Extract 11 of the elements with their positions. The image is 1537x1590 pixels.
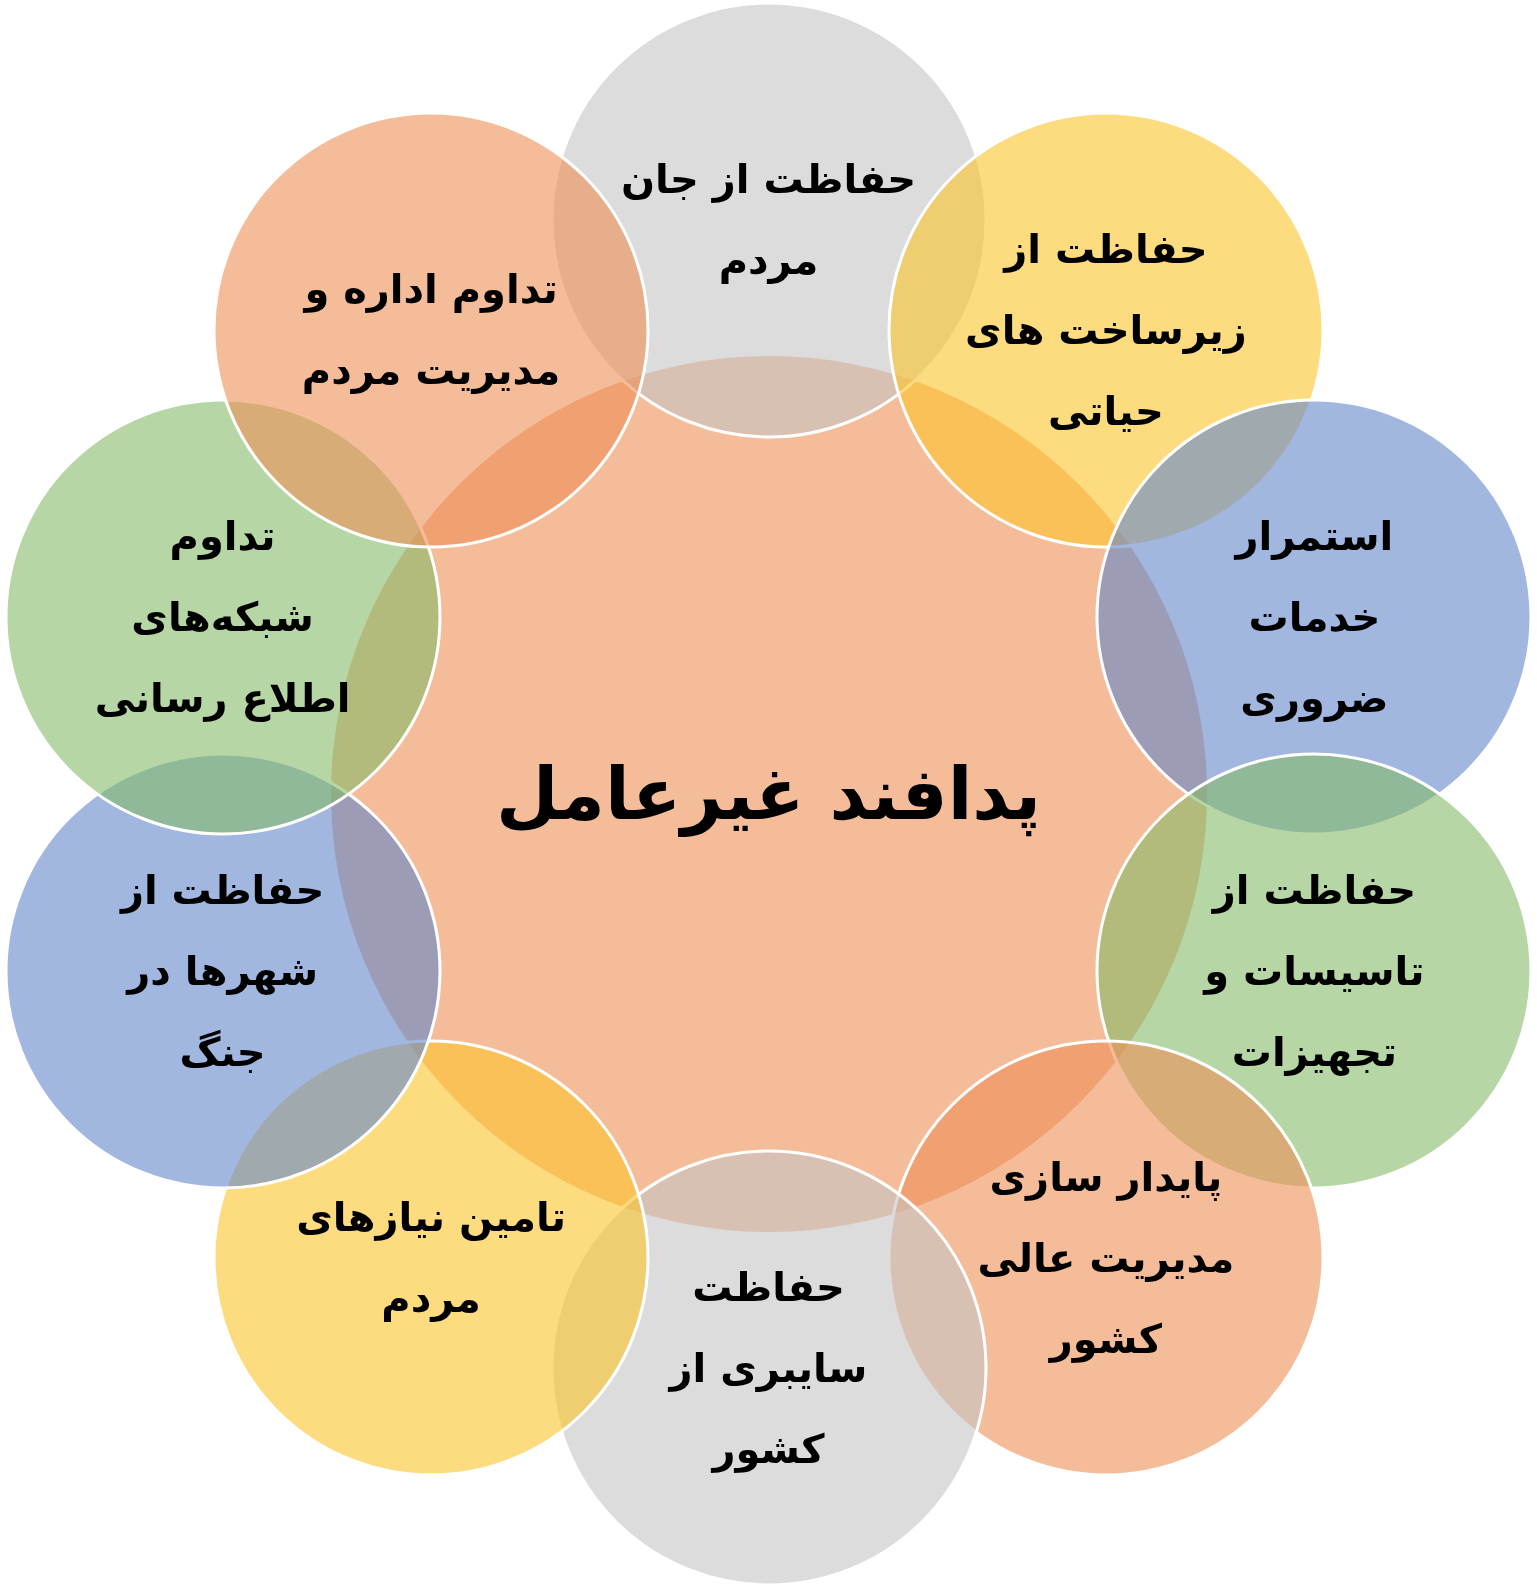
topic-label: حفاظت از شهرها در جنگ bbox=[120, 865, 325, 1077]
topic-label: حفاظت سایبری از کشور bbox=[669, 1262, 868, 1475]
topic-label: تداوم اداره و مدیریت مردم bbox=[301, 264, 561, 396]
topic-label: حفاظت از جان مردم bbox=[620, 155, 917, 286]
topic-label: تامین نیازهای مردم bbox=[296, 1193, 567, 1324]
topic-label: پایدار سازی مدیریت عالی کشور bbox=[977, 1152, 1235, 1365]
topic-label: تداوم شبکه‌های اطلاع رسانی bbox=[94, 511, 351, 724]
center-title: پدافند غیرعامل bbox=[496, 751, 1041, 839]
topic-label: استمرار خدمات ضروری bbox=[1235, 511, 1394, 724]
topic-label: حفاظت از تاسیسات و تجهیزات bbox=[1204, 865, 1425, 1078]
topic-label: حفاظت از زیرساخت های حیاتی bbox=[965, 224, 1247, 436]
